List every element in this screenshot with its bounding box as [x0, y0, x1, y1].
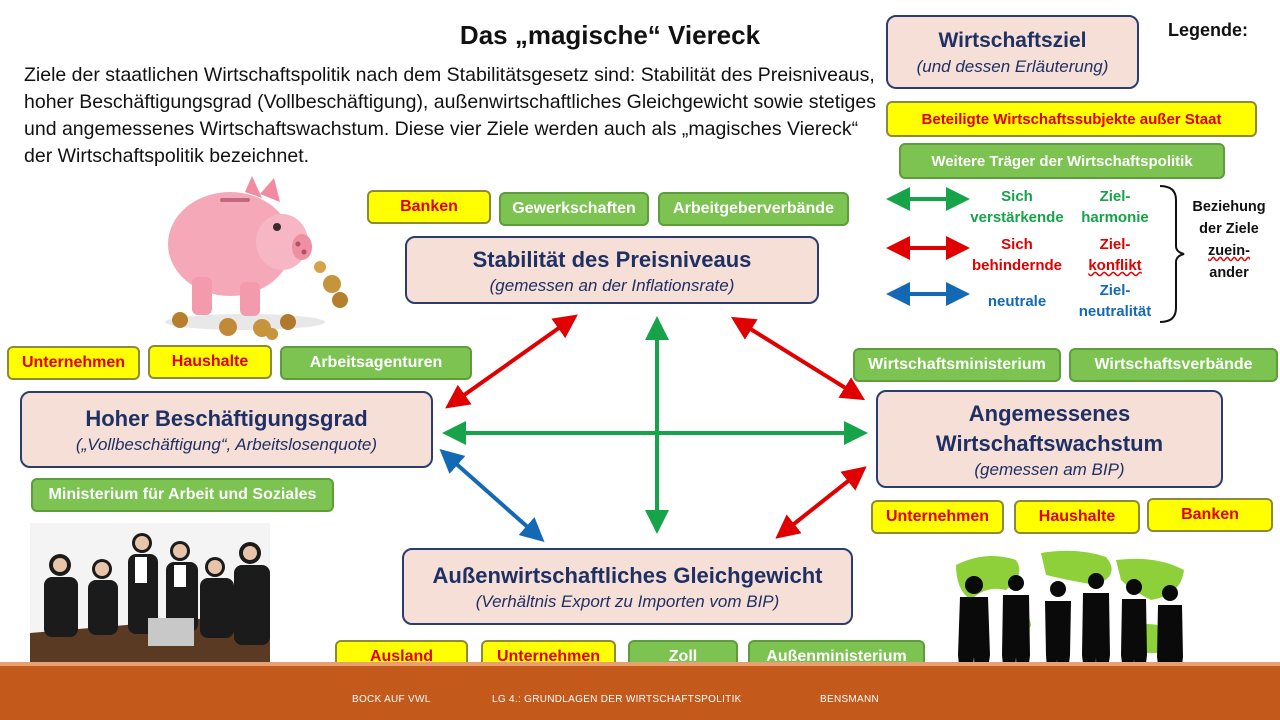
legend-conflict-desc-2: behindernde	[971, 257, 1062, 274]
tag-right-haushalte: Haushalte	[1014, 500, 1140, 534]
arrow-growth-external	[775, 466, 867, 539]
legend-conflict-kind: Ziel- konflikt	[1070, 234, 1160, 276]
goal-price-stability-name: Stabilität des Preisniveaus	[472, 247, 752, 272]
legend-neutral-kind-2: neutralität	[1078, 303, 1152, 320]
legend-neutral-desc-1: neutrale	[987, 293, 1047, 310]
arrow-employment-external	[439, 449, 545, 542]
tag-top-arbeitgeberverbaende: Arbeitgeberverbände	[658, 192, 849, 226]
legend-harmony-desc: Sich verstärkende	[964, 186, 1070, 228]
legend-neutral-kind: Ziel- neutralität	[1062, 280, 1168, 322]
tag-left-ministerium-arbeit: Ministerium für Arbeit und Soziales	[31, 478, 334, 512]
legend-yellow-tag: Beteiligte Wirtschaftssubjekte außer Sta…	[886, 101, 1257, 137]
footer-right: BENSMANN	[820, 694, 880, 705]
tag-left-unternehmen: Unternehmen	[7, 346, 140, 380]
goal-growth-name-2: Wirtschaftswachstum	[935, 431, 1164, 456]
legend-conflict-desc-1: Sich	[1001, 236, 1033, 253]
tag-right-unternehmen: Unternehmen	[871, 500, 1004, 534]
legend-title: Legende:	[1168, 20, 1249, 40]
legend-side-3: zuein-	[1208, 243, 1250, 259]
legend-goal-name: Wirtschaftsziel	[938, 29, 1087, 52]
footer-center: LG 4.: GRUNDLAGEN DER WIRTSCHAFTSPOLITIK	[492, 694, 742, 705]
footer-bar	[0, 666, 1280, 720]
tag-top-banken: Banken	[367, 190, 491, 224]
legend-goal-sub: (und dessen Erläuterung)	[916, 57, 1109, 76]
legend-conflict-kind-2: konflikt	[1088, 257, 1142, 274]
goal-external-balance: Außenwirtschaftliches Gleichgewicht (Ver…	[402, 548, 853, 625]
intro-text: Ziele der staatlichen Wirtschaftspolitik…	[24, 64, 876, 167]
legend-harmony-kind: Ziel- harmonie	[1070, 186, 1160, 228]
goal-employment: Hoher Beschäftigungsgrad („Vollbeschäfti…	[20, 391, 433, 468]
goal-employment-name: Hoher Beschäftigungsgrad	[85, 406, 368, 431]
legend-harmony-desc-2: verstärkende	[970, 209, 1064, 226]
legend-neutral-kind-1: Ziel-	[1099, 282, 1131, 299]
goal-external-balance-sub: (Verhältnis Export zu Importen vom BIP)	[475, 592, 780, 611]
piggy-bank-icon	[165, 176, 348, 340]
legend-brace	[1159, 185, 1185, 323]
legend-harmony-kind-1: Ziel-	[1099, 188, 1131, 205]
legend-conflict-desc: Sich behindernde	[964, 234, 1070, 276]
tag-right-wirtschaftsverbaende: Wirtschaftsverbände	[1069, 348, 1278, 382]
legend-side-1: Beziehung	[1192, 199, 1266, 215]
goal-growth: Angemessenes Wirtschaftswachstum (gemess…	[876, 390, 1223, 488]
footer-left: BOCK AUF VWL	[352, 694, 431, 705]
legend-green-tag: Weitere Träger der Wirtschaftspolitik	[899, 143, 1225, 179]
tag-right-wirtschaftsministerium: Wirtschaftsministerium	[853, 348, 1061, 382]
people-icon	[30, 523, 270, 678]
legend-side-2: der Ziele	[1199, 221, 1259, 237]
goal-growth-name-1: Angemessenes	[968, 401, 1131, 426]
legend-side-4: ander	[1209, 265, 1249, 281]
slide-title: Das „magische“ Viereck	[459, 20, 761, 50]
goal-employment-sub: („Vollbeschäftigung“, Arbeitslosenquote)	[75, 435, 378, 454]
tag-left-haushalte: Haushalte	[148, 345, 272, 379]
tag-left-arbeitsagenturen: Arbeitsagenturen	[280, 346, 472, 380]
tag-top-gewerkschaften: Gewerkschaften	[499, 192, 649, 226]
goal-external-balance-name: Außenwirtschaftliches Gleichgewicht	[432, 563, 823, 588]
legend-goal-box: Wirtschaftsziel (und dessen Erläuterung)	[886, 15, 1139, 89]
goal-price-stability-sub: (gemessen an der Inflationsrate)	[489, 276, 735, 295]
legend-conflict-kind-1: Ziel-	[1099, 236, 1131, 253]
arrow-price-growth	[730, 316, 866, 401]
legend-harmony-desc-1: Sich	[1001, 188, 1033, 205]
goal-price-stability: Stabilität des Preisniveaus (gemessen an…	[405, 236, 819, 304]
tag-right-banken: Banken	[1147, 498, 1273, 532]
arrow-price-employment	[445, 314, 578, 409]
piggy-bank-image	[150, 172, 360, 340]
legend-side-label: Beziehung der Ziele zuein- ander	[1186, 196, 1272, 284]
legend-neutral-desc: neutrale	[964, 291, 1070, 312]
footer-line	[0, 662, 1280, 666]
legend-harmony-kind-2: harmonie	[1081, 209, 1149, 226]
business-meeting-photo	[30, 523, 270, 678]
goal-growth-sub: (gemessen am BIP)	[974, 460, 1125, 479]
